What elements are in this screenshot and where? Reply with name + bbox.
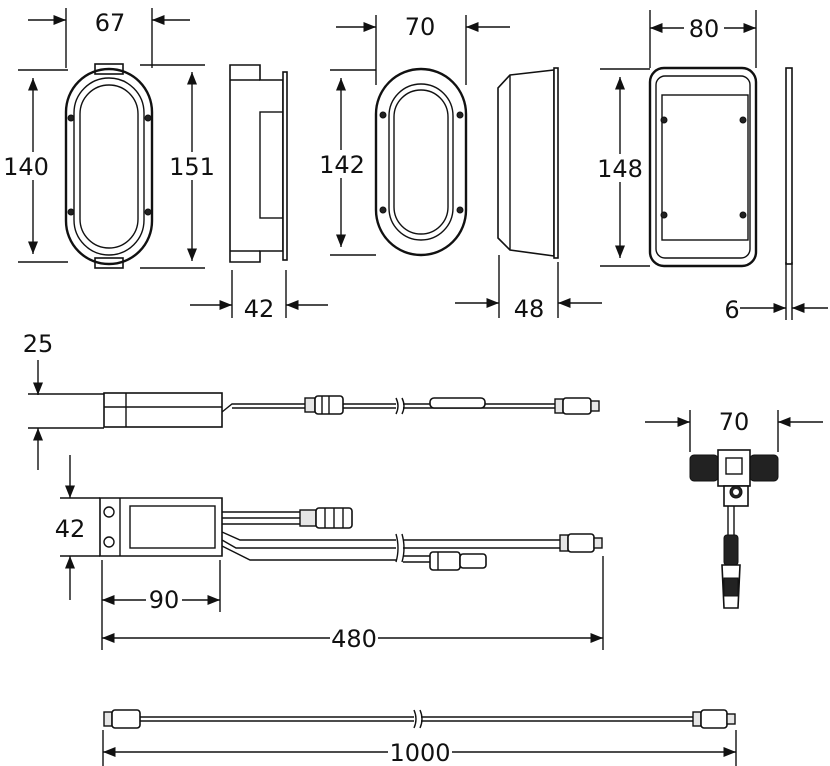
module-2 (60, 455, 604, 650)
dim-label-142: 142 (319, 151, 365, 179)
dim-label-42-top: 42 (244, 295, 275, 323)
dim-label-151: 151 (169, 153, 215, 181)
oval-frame-2 (330, 15, 510, 257)
dim-label-140: 140 (3, 153, 49, 181)
side-view-2 (455, 67, 602, 318)
module-1 (28, 360, 600, 470)
dim-label-148: 148 (597, 155, 643, 183)
t-connector (645, 410, 823, 609)
oval-frame-1 (18, 8, 205, 269)
dim-label-70-tee: 70 (719, 408, 750, 436)
dim-label-48: 48 (514, 295, 545, 323)
side-view-1 (190, 64, 328, 318)
dim-label-80: 80 (689, 15, 720, 43)
dim-label-70-top: 70 (405, 13, 436, 41)
dim-label-42-bottom: 42 (55, 515, 86, 543)
dim-label-67: 67 (95, 9, 126, 37)
dim-label-25: 25 (23, 330, 54, 358)
dim-label-90: 90 (149, 586, 180, 614)
dim-label-480: 480 (331, 625, 377, 653)
rect-cover (600, 10, 828, 320)
dim-label-6: 6 (724, 296, 739, 324)
dim-label-1000: 1000 (389, 739, 450, 766)
extension-cable (102, 709, 737, 766)
